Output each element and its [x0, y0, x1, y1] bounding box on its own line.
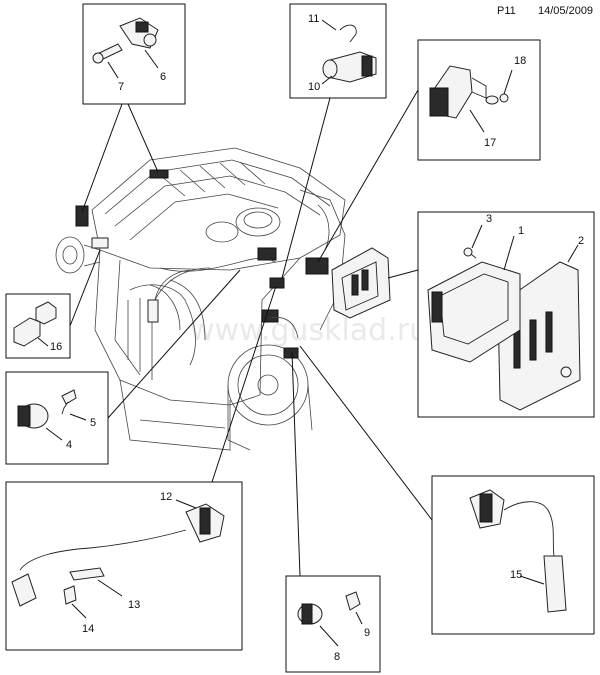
callout-15: 15 — [510, 569, 522, 581]
crank-sensor-on-engine — [75, 205, 89, 227]
callout-9: 9 — [364, 627, 370, 639]
page-ref: P11 — [497, 5, 516, 17]
date-stamp: 14/05/2009 — [538, 5, 594, 17]
callout-7: 7 — [118, 81, 124, 93]
callout-8: 8 — [334, 651, 340, 663]
detail-box-ecu: 3 1 2 — [417, 211, 595, 418]
cam-sensor-connector — [149, 169, 169, 179]
detail-box-crank-sensor: 8 9 — [285, 575, 381, 673]
callout-12: 12 — [160, 491, 172, 503]
callout-3: 3 — [486, 213, 492, 225]
o2-connector-on-engine — [261, 309, 279, 323]
callout-18: 18 — [514, 55, 526, 67]
knock-sensor-on-engine — [269, 277, 285, 289]
detail-box-knock-sensor: 5 4 — [5, 371, 109, 465]
callout-2: 2 — [578, 235, 584, 247]
callout-6: 6 — [160, 71, 166, 83]
callout-10: 10 — [308, 81, 320, 93]
detail-box-cam-sensor: 7 6 — [82, 3, 186, 105]
detail-box-map-sensor: 18 17 — [417, 39, 541, 161]
callout-11: 11 — [308, 13, 319, 25]
detail-box-oil-pressure-switch: 16 — [5, 293, 71, 359]
oil-pressure-switch-on-engine — [91, 237, 109, 249]
callout-13: 13 — [128, 599, 140, 611]
ckp-sensor-on-engine — [283, 347, 299, 359]
front-o2-sensor-on-engine — [147, 299, 159, 323]
leader-lines — [69, 89, 433, 577]
harness-connector — [257, 247, 277, 261]
callout-16: 16 — [50, 341, 62, 353]
watermark: www.gusklad.ru — [190, 313, 428, 348]
callout-1: 1 — [518, 225, 524, 237]
callout-17: 17 — [484, 137, 496, 149]
callout-14: 14 — [82, 623, 94, 635]
map-sensor-on-engine — [305, 257, 329, 275]
callout-5: 5 — [90, 417, 96, 429]
callout-4: 4 — [66, 439, 72, 451]
ecu-on-engine — [331, 247, 391, 319]
detail-box-front-oxygen-sensor: 12 13 14 — [5, 481, 243, 651]
detail-box-rear-oxygen-sensor: 15 — [431, 475, 595, 635]
detail-box-sensor-clip: 11 10 — [289, 3, 387, 99]
